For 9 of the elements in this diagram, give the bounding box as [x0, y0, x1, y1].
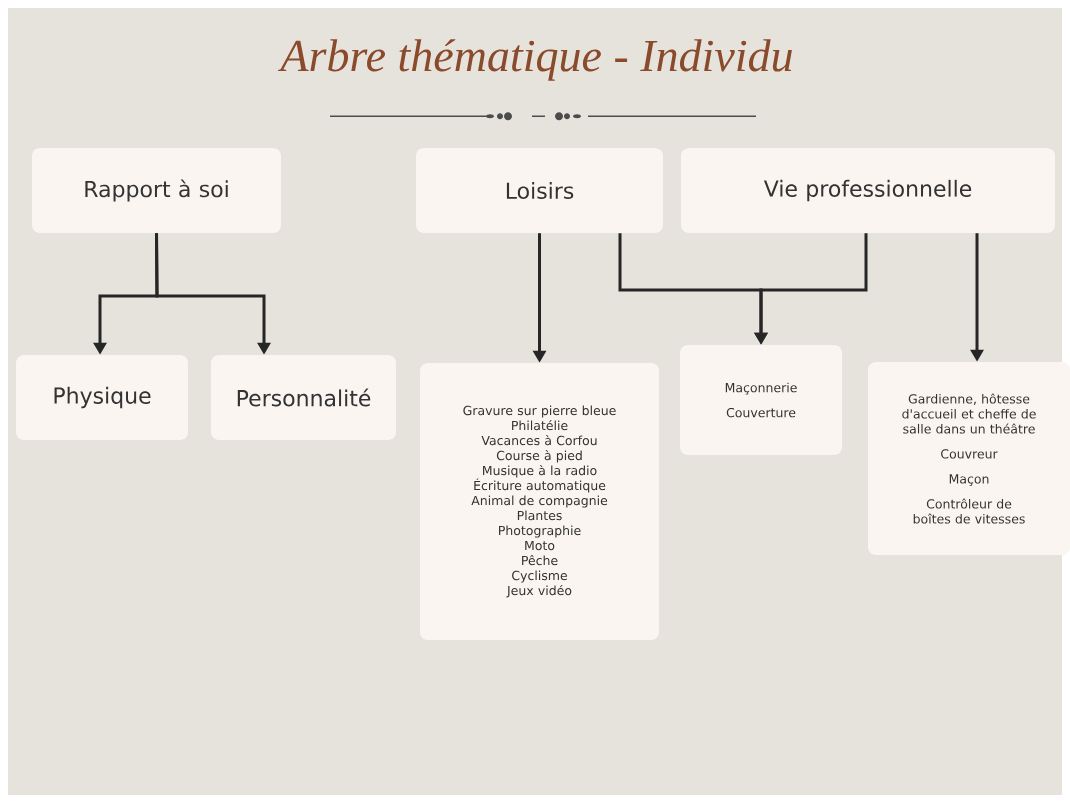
list-box: Gardienne, hôtesse d'accueil et cheffe de salle dans un théâtre Couvreur Maçon Contrôleur de boîtes de vitesses: [868, 362, 1070, 555]
title: Arbre thématique - Individu: [277, 39, 792, 81]
list-box: Gravure sur pierre bleue Philatélie Vacances à Corfou Course à pied Musique à la radio Écriture automatique Animal de compagnie Plantes Photographie Moto Pêche Cyclisme Jeux vidéo: [420, 363, 659, 640]
category-box: Loisirs: [416, 148, 663, 233]
list-box: Maçonnerie Couverture: [680, 345, 842, 455]
category-box: Rapport à soi: [32, 148, 281, 233]
category-box: Physique: [16, 355, 188, 440]
category-box: Vie professionnelle: [681, 148, 1055, 233]
category-box: Personnalité: [211, 355, 396, 440]
